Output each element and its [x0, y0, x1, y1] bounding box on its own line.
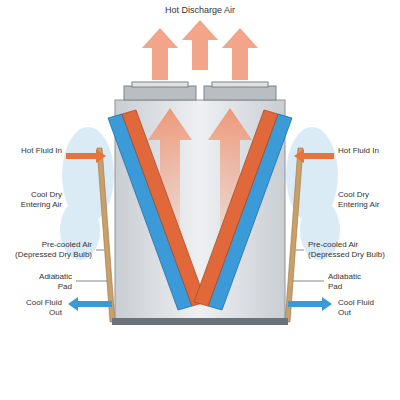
callout-label: Cool Dry Entering Air [338, 190, 383, 209]
cool-fluid-arrows [68, 297, 332, 311]
callout-label: Hot Fluid In [12, 146, 62, 156]
callout-label: Adiabatic Pad [30, 272, 72, 291]
adiabatic-pads [97, 148, 303, 322]
title-label: Hot Discharge Air [100, 6, 300, 16]
callout-label: Hot Fluid In [338, 146, 388, 156]
callout-label: Pre-cooled Air (Depressed Dry Bulb) [308, 240, 398, 259]
callout-label: Adiabatic Pad [328, 272, 370, 291]
discharge-arrows [142, 20, 258, 80]
callout-label: Pre-cooled Air (Depressed Dry Bulb) [2, 240, 92, 259]
base [112, 318, 288, 325]
callout-label: Cool Fluid Out [338, 298, 384, 317]
callout-label: Cool Fluid Out [16, 298, 62, 317]
callout-label: Cool Dry Entering Air [17, 190, 62, 209]
leader-lines [76, 250, 324, 281]
fans [124, 82, 276, 100]
coils [108, 110, 292, 310]
hot-fluid-arrows [66, 149, 334, 163]
housing [115, 100, 285, 320]
